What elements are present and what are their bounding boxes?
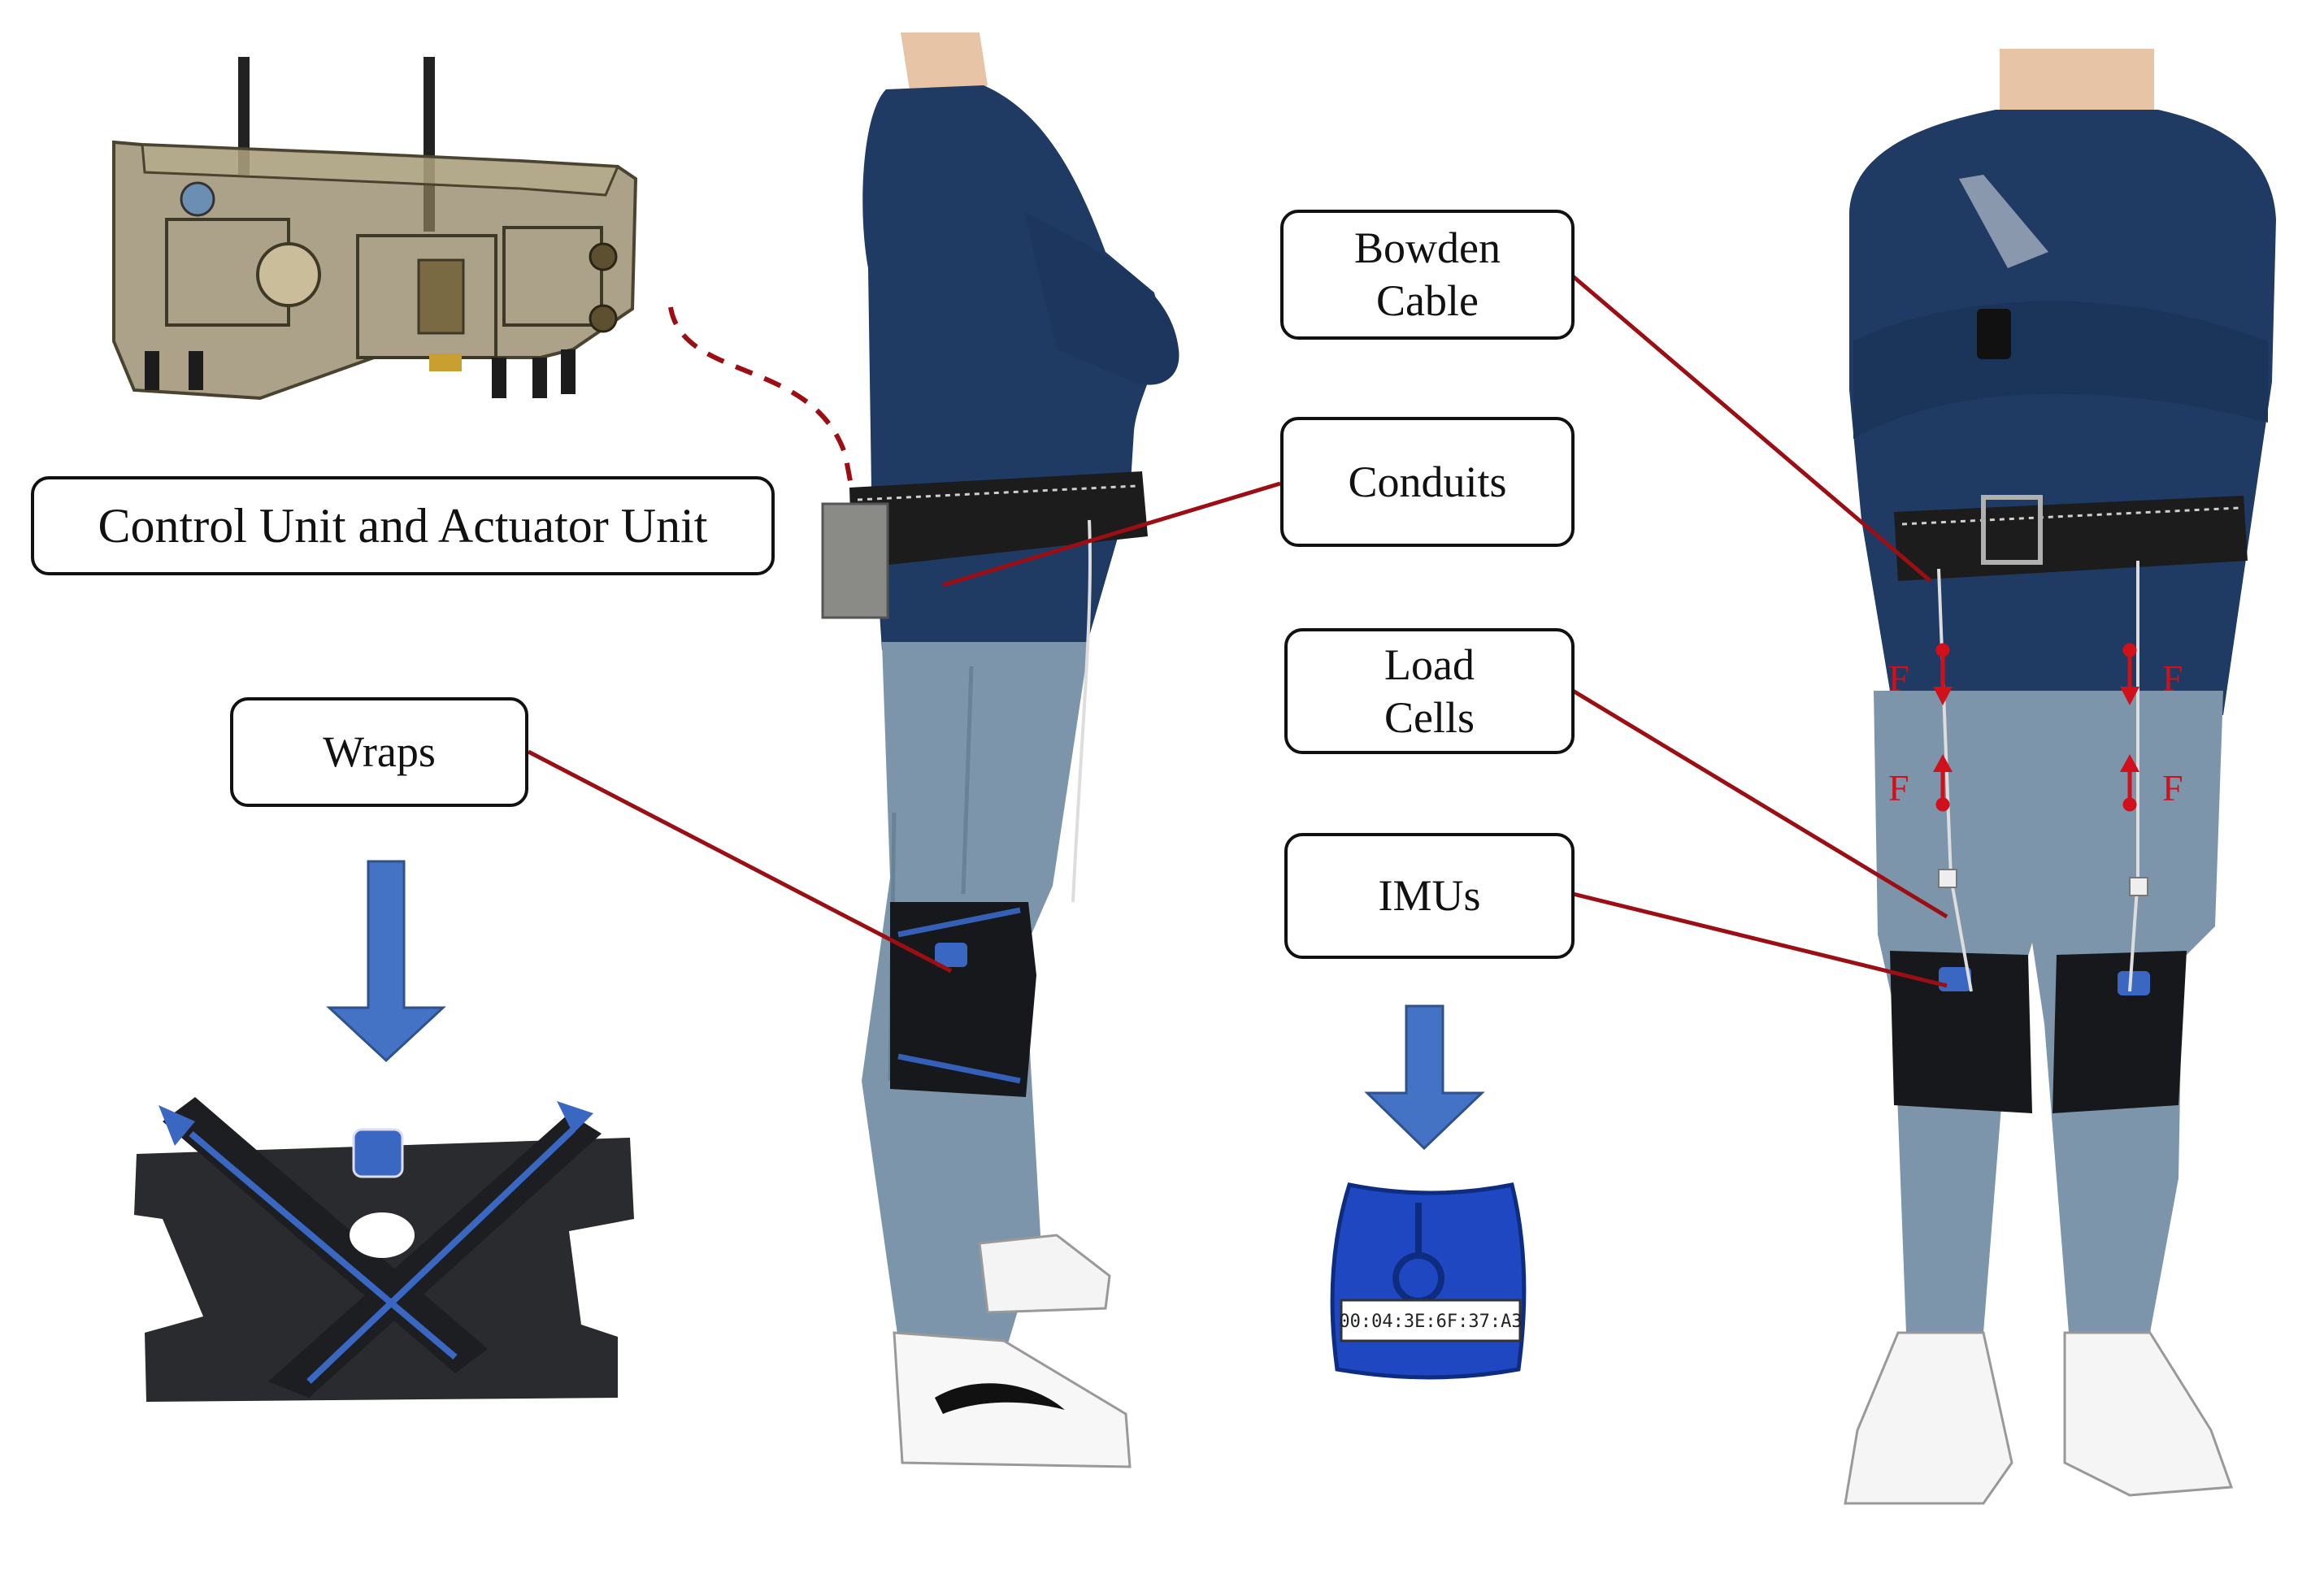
bowden-text-line2: Cable <box>1376 276 1479 325</box>
imus-text: IMUs <box>1378 871 1481 921</box>
imu-device <box>1330 1182 1527 1380</box>
bowden-cable-label: Bowden Cable <box>1280 210 1575 340</box>
control-unit-text: Control Unit and Actuator Unit <box>98 499 708 553</box>
side-view-person <box>821 33 1179 1468</box>
imus-down-arrow <box>1364 1004 1485 1151</box>
load-text-line2: Cells <box>1384 692 1475 742</box>
leader-lines <box>527 275 1948 988</box>
control-unit-label: Control Unit and Actuator Unit <box>31 476 775 575</box>
wraps-text: Wraps <box>323 727 436 777</box>
imus-label: IMUs <box>1284 833 1575 959</box>
force-markers <box>1933 643 2139 812</box>
front-view-person <box>1844 49 2276 1505</box>
force-label-upper-left: F <box>1888 657 1909 699</box>
imu-mac-sticker-text: 00:04:3E:6F:37:A3 <box>1339 1311 1523 1332</box>
bowden-text-line1: Bowden <box>1354 223 1501 273</box>
force-label-lower-left: F <box>1888 767 1909 809</box>
load-text-line1: Load <box>1384 640 1475 689</box>
force-label-lower-right: F <box>2162 767 2183 809</box>
load-cells-label: Load Cells <box>1284 628 1575 754</box>
conduits-text: Conduits <box>1348 457 1507 506</box>
wraps-down-arrow <box>326 860 446 1063</box>
wraps-label: Wraps <box>230 697 528 807</box>
cad-control-actuator-unit <box>112 57 638 401</box>
wrap-product <box>134 1097 634 1402</box>
force-label-upper-right: F <box>2162 657 2183 699</box>
conduits-label: Conduits <box>1280 417 1575 547</box>
